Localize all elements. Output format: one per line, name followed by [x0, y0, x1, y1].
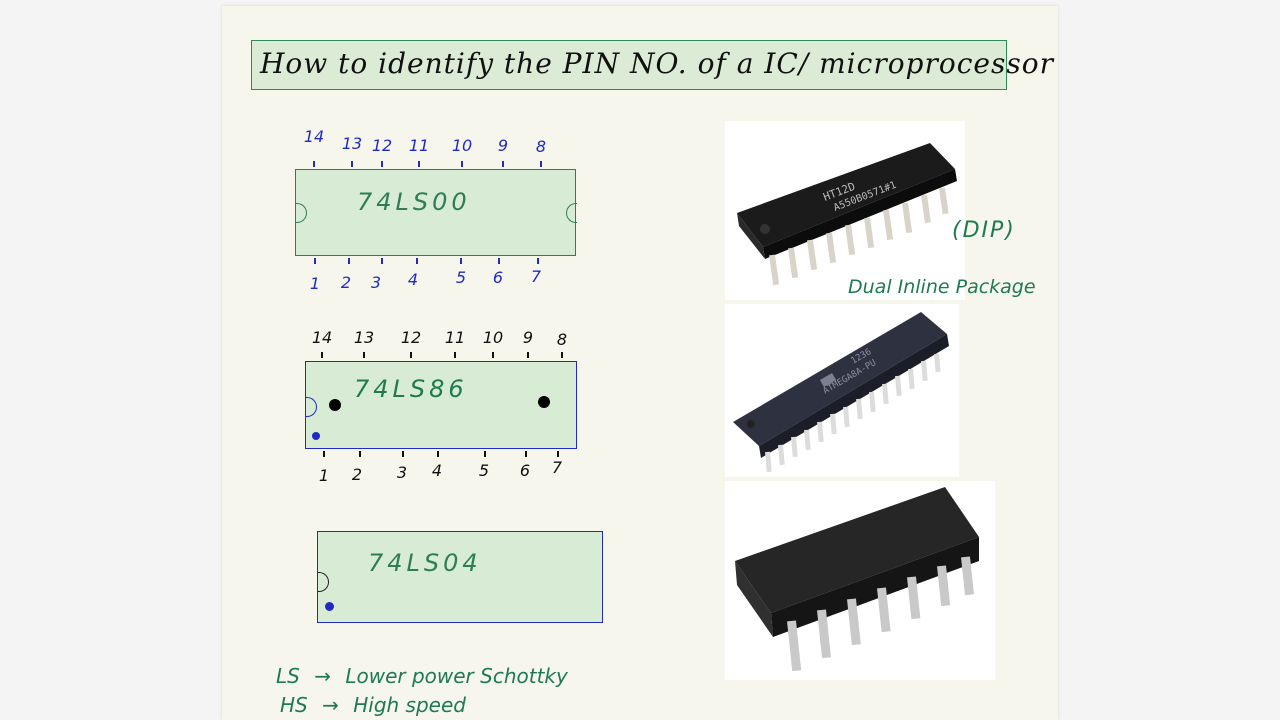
pin-number: 13 — [353, 328, 375, 347]
pin-number: 4 — [407, 270, 419, 289]
pin-number: 6 — [519, 461, 531, 480]
pin-number: 8 — [556, 330, 568, 349]
dip-photo: 1236 ATMEGA8A-PU — [725, 304, 959, 477]
dip-photo: HT12D A550B0571#1 — [725, 121, 965, 300]
page-title: How to identify the PIN NO. of a IC/ mic… — [260, 47, 1054, 80]
pin-number: 11 — [408, 136, 430, 155]
arrow-icon: → — [314, 664, 331, 688]
pin1-dot — [538, 396, 550, 408]
title-box: How to identify the PIN NO. of a IC/ mic… — [251, 40, 1053, 90]
pin-number: 14 — [303, 127, 325, 146]
pin-number: 9 — [497, 136, 509, 155]
dip-ic-image: 1236 ATMEGA8A-PU — [733, 312, 949, 473]
dip-ic-image — [735, 487, 979, 672]
pin-number: 5 — [455, 268, 467, 287]
dip-photo — [725, 481, 995, 680]
pin-number: 5 — [478, 461, 490, 480]
note-text: Lower power Schottky — [345, 664, 568, 688]
pin-number: 8 — [535, 137, 547, 156]
arrow-icon: → — [322, 693, 339, 717]
dip-abbreviation: (DIP) — [952, 218, 1016, 243]
pin-number: 1 — [318, 466, 330, 485]
chip-label: 74LS00 — [357, 188, 471, 216]
pin-number: 14 — [311, 328, 333, 347]
pin-number: 10 — [451, 136, 473, 155]
pin1-dot — [312, 432, 320, 440]
note-abbr: LS — [276, 664, 300, 688]
pin-number: 12 — [371, 136, 393, 155]
pin-number: 3 — [370, 273, 382, 292]
pin-number: 11 — [444, 328, 466, 347]
chip-label: 74LS86 — [354, 375, 468, 403]
pin-number: 6 — [492, 268, 504, 287]
dip-ic-image: HT12D A550B0571#1 — [737, 143, 957, 286]
pin1-dot — [325, 602, 334, 611]
pin-number: 13 — [341, 134, 363, 153]
note-line: HS → High speed — [280, 693, 466, 717]
pin-number: 3 — [396, 463, 408, 482]
pin-number: 2 — [340, 273, 352, 292]
pin1-dot — [329, 399, 341, 411]
pin-number: 10 — [482, 328, 504, 347]
note-line: LS → Lower power Schottky — [276, 664, 568, 688]
dip-full-name: Dual Inline Package — [848, 276, 1036, 298]
pin-number: 12 — [400, 328, 422, 347]
note-text: High speed — [353, 693, 466, 717]
chip-label: 74LS04 — [368, 549, 482, 577]
pin-number: 1 — [309, 274, 321, 293]
pin-number: 9 — [522, 328, 534, 347]
pin-number: 4 — [431, 461, 443, 480]
pin-number: 7 — [530, 267, 542, 286]
pin-number: 2 — [351, 465, 363, 484]
pin-number: 7 — [551, 458, 563, 477]
note-abbr: HS — [280, 693, 308, 717]
